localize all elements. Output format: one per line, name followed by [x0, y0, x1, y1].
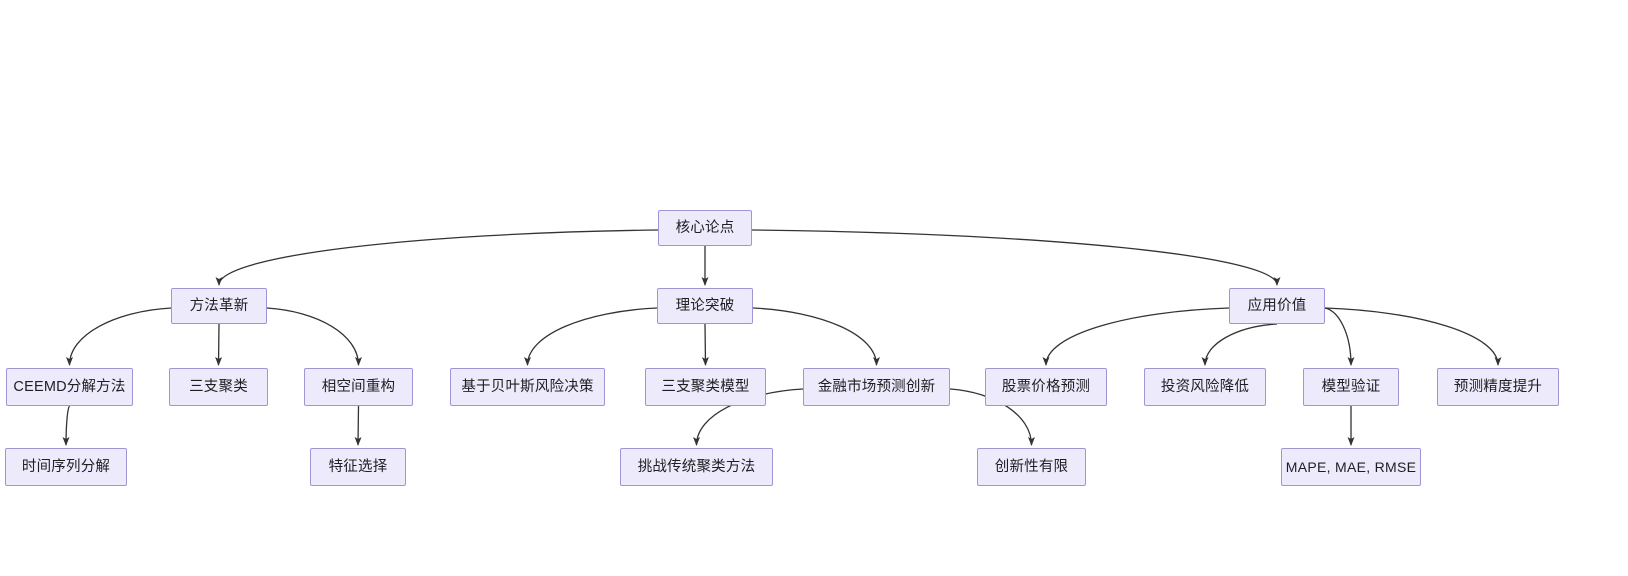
- node-label: 基于贝叶斯风险决策: [461, 378, 594, 395]
- edge-application-to-stock: [1042, 307, 1230, 366]
- edge-application-to-validate: [1324, 307, 1355, 366]
- node-risk[interactable]: 投资风险降低: [1144, 368, 1266, 406]
- edge-root-to-method: [215, 229, 659, 286]
- node-label: 股票价格预测: [1001, 378, 1091, 395]
- node-label: 创新性有限: [994, 458, 1069, 475]
- node-label: 应用价值: [1247, 297, 1307, 314]
- node-feature[interactable]: 特征选择: [310, 448, 406, 486]
- edge-group: [62, 229, 1502, 446]
- edge-application-to-risk: [1201, 323, 1278, 366]
- node-label: MAPE, MAE, RMSE: [1285, 459, 1417, 475]
- node-label: 三支聚类: [189, 378, 248, 395]
- node-bayes[interactable]: 基于贝叶斯风险决策: [450, 368, 605, 406]
- edge-market-to-challenge: [693, 388, 804, 446]
- node-label: 特征选择: [328, 458, 388, 475]
- node-label: 金融市场预测创新: [817, 378, 936, 395]
- edge-market-to-limited: [949, 388, 1035, 446]
- node-label: 核心论点: [675, 219, 735, 236]
- node-label: 相空间重构: [321, 378, 396, 395]
- node-phase[interactable]: 相空间重构: [304, 368, 413, 406]
- edge-method-to-three-way: [215, 323, 223, 366]
- node-market[interactable]: 金融市场预测创新: [803, 368, 950, 406]
- node-three-way[interactable]: 三支聚类: [169, 368, 268, 406]
- node-accuracy[interactable]: 预测精度提升: [1437, 368, 1559, 406]
- node-limited[interactable]: 创新性有限: [977, 448, 1086, 486]
- node-timeseries[interactable]: 时间序列分解: [5, 448, 127, 486]
- node-metrics[interactable]: MAPE, MAE, RMSE: [1281, 448, 1421, 486]
- node-stock[interactable]: 股票价格预测: [985, 368, 1107, 406]
- node-root[interactable]: 核心论点: [658, 210, 752, 246]
- node-three-model[interactable]: 三支聚类模型: [645, 368, 766, 406]
- node-label: 时间序列分解: [21, 458, 111, 475]
- node-label: 方法革新: [189, 297, 249, 314]
- node-validate[interactable]: 模型验证: [1303, 368, 1399, 406]
- edge-root-to-application: [751, 229, 1281, 286]
- node-challenge[interactable]: 挑战传统聚类方法: [620, 448, 773, 486]
- edge-theory-to-market: [752, 307, 880, 366]
- edge-theory-to-three-model: [701, 323, 709, 366]
- node-label: 三支聚类模型: [661, 378, 750, 395]
- edge-application-to-accuracy: [1324, 307, 1502, 366]
- node-application[interactable]: 应用价值: [1229, 288, 1325, 324]
- node-label: 理论突破: [675, 297, 735, 314]
- edge-ceemd-to-timeseries: [62, 405, 71, 446]
- node-theory[interactable]: 理论突破: [657, 288, 753, 324]
- node-label: 模型验证: [1321, 378, 1381, 395]
- edge-method-to-ceemd: [66, 307, 172, 366]
- edge-method-to-phase: [266, 307, 362, 366]
- node-ceemd[interactable]: CEEMD分解方法: [6, 368, 133, 406]
- edge-phase-to-feature: [354, 405, 362, 446]
- node-label: CEEMD分解方法: [13, 378, 126, 395]
- node-method[interactable]: 方法革新: [171, 288, 267, 324]
- node-label: 投资风险降低: [1160, 378, 1250, 395]
- node-label: 预测精度提升: [1453, 378, 1543, 395]
- node-label: 挑战传统聚类方法: [637, 458, 756, 475]
- edge-theory-to-bayes: [524, 307, 658, 366]
